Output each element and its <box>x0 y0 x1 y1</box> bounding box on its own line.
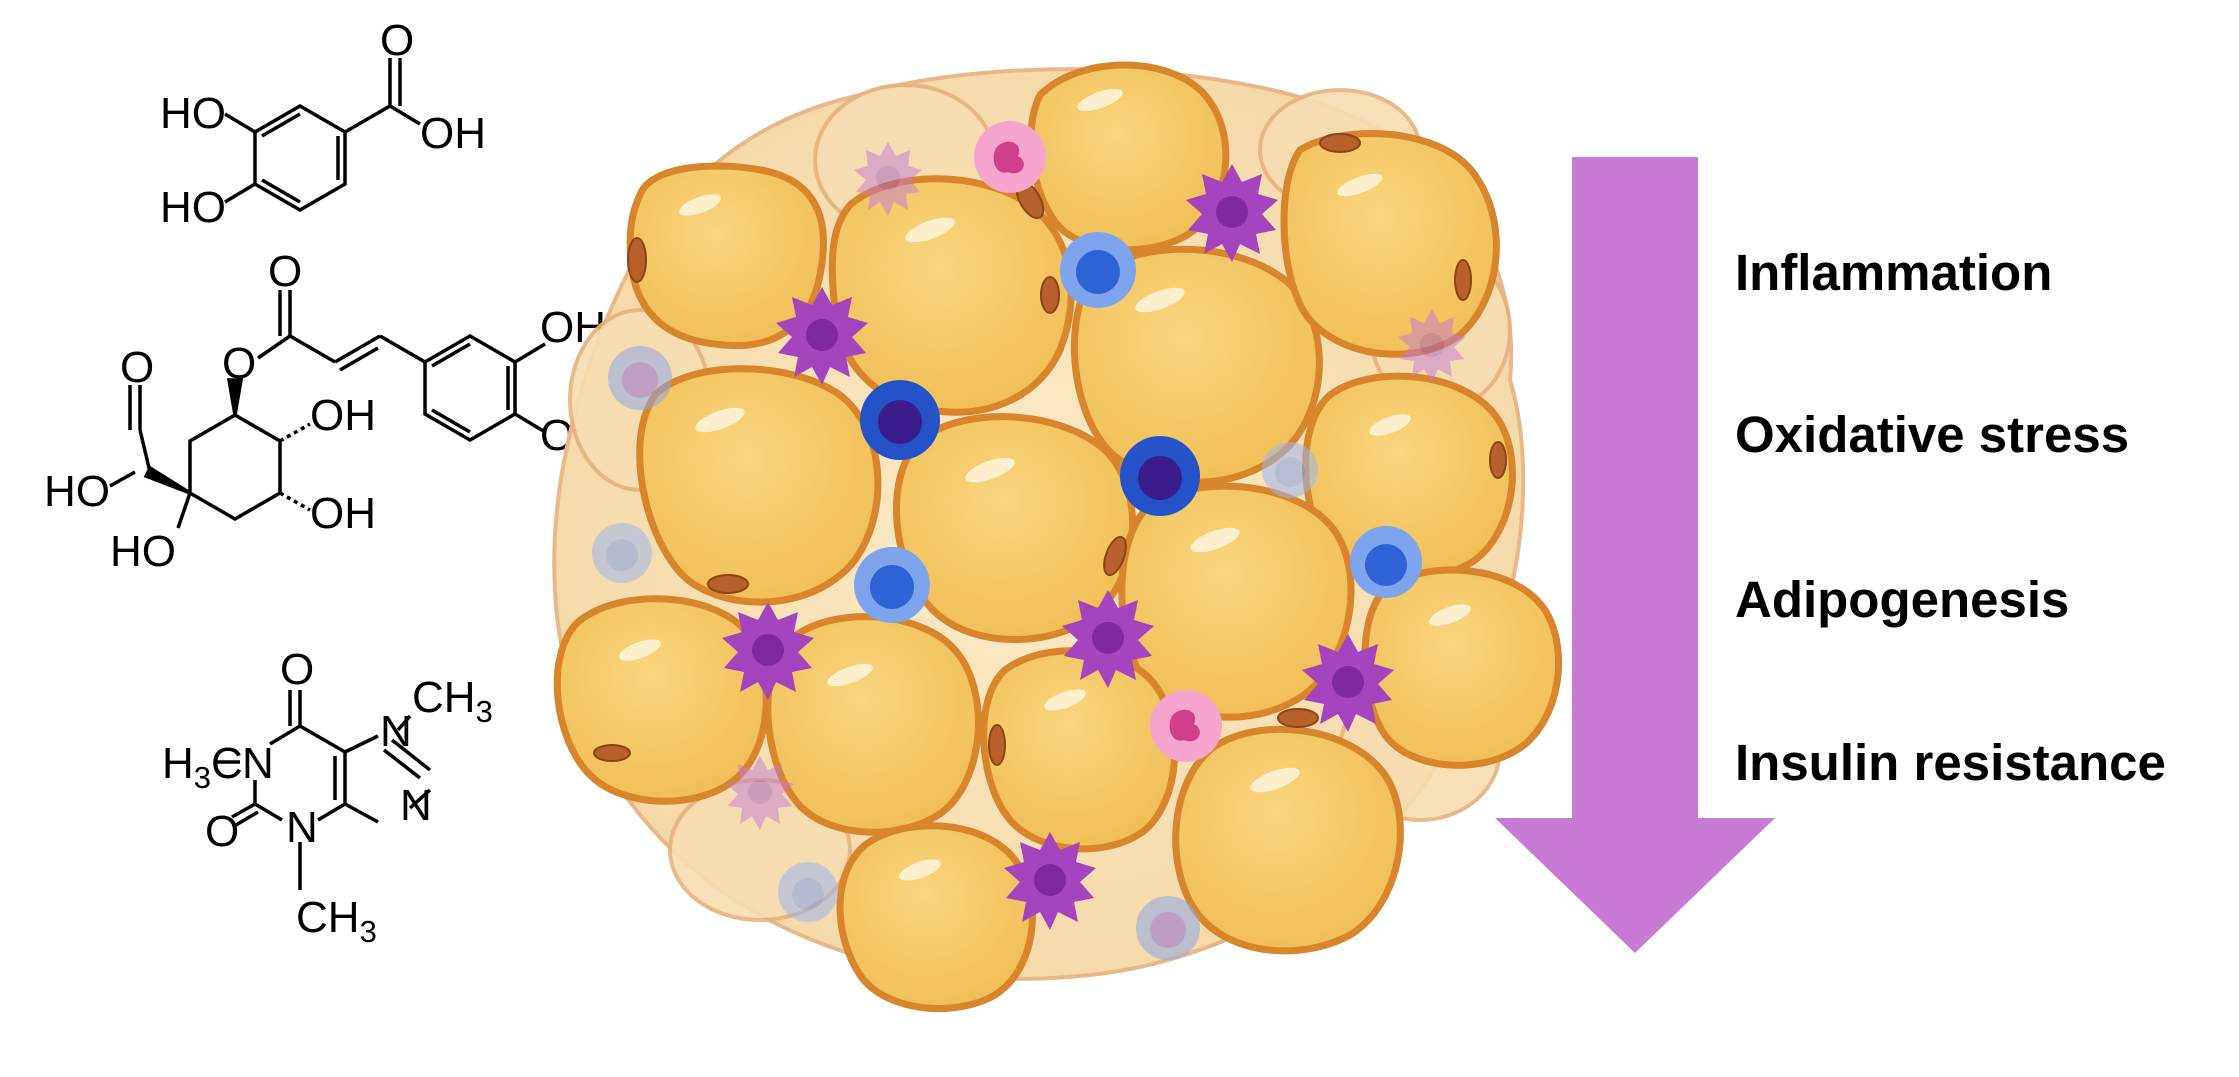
lymphocyte <box>854 547 930 623</box>
label-o: O <box>380 16 414 65</box>
lymphocyte-faint <box>592 523 652 583</box>
lymphocyte-faint <box>1136 896 1200 960</box>
label-n9: N <box>400 781 432 830</box>
neutrophil <box>974 121 1046 193</box>
neutrophil <box>1150 690 1222 762</box>
label-oh-q2: OH <box>310 489 376 538</box>
macrophage <box>1302 634 1394 732</box>
outcome-oxidative-stress: Oxidative stress <box>1735 406 2129 463</box>
label-oh-q1: OH <box>310 391 376 440</box>
label-ho-acid: HO <box>44 467 110 516</box>
outcome-inflammation: Inflammation <box>1735 244 2052 301</box>
adipose-tissue-illustration <box>552 61 1563 1013</box>
label-o-ester: O <box>222 339 256 388</box>
protocatechuic-acid-structure <box>224 58 421 213</box>
label-o-left: O <box>205 807 239 856</box>
lymphocyte <box>1350 526 1422 598</box>
adipocyte-nuclei <box>593 133 1507 766</box>
label-ho-top: HO <box>160 89 226 138</box>
label-oh: OH <box>420 109 486 158</box>
macrophage <box>722 602 814 700</box>
macrophages <box>722 142 1466 930</box>
lymphocyte-faint <box>778 862 838 922</box>
chlorogenic-acid-structure <box>109 290 546 529</box>
outcome-insulin-resistance: Insulin resistance <box>1735 734 2166 791</box>
lymphocyte-dark <box>860 380 940 460</box>
lymphocyte-faint <box>1262 442 1318 498</box>
label-o-carbonyl: O <box>268 247 302 296</box>
outcome-adipogenesis: Adipogenesis <box>1735 571 2069 628</box>
macrophage <box>1062 590 1154 688</box>
lymphocyte-faint <box>608 346 672 410</box>
macrophage <box>1186 164 1278 262</box>
label-h3c-left: H3C <box>162 739 243 795</box>
macrophage <box>854 142 922 216</box>
label-n3: N <box>286 803 318 852</box>
label-ho-q3: HO <box>110 527 176 576</box>
label-ch3-bottom: CH3 <box>296 893 377 949</box>
caffeine-labels: O O N N N N H3C CH3 CH3 <box>162 645 493 949</box>
label-o-acid: O <box>120 343 154 392</box>
protocatechuic-acid-labels: HO HO O OH <box>160 16 486 232</box>
macrophage <box>1004 832 1096 930</box>
macrophage <box>726 756 794 830</box>
lymphocytes <box>592 232 1422 960</box>
outcome-list: Inflammation Oxidative stress Adipogenes… <box>1735 244 2166 791</box>
label-n1: N <box>242 739 274 788</box>
label-ch3-right: CH3 <box>412 673 493 729</box>
lymphocyte-dark <box>1120 436 1200 516</box>
label-o-top: O <box>280 645 314 694</box>
macrophage <box>1398 309 1466 383</box>
neutrophils <box>974 121 1222 762</box>
lymphocyte <box>1060 232 1136 308</box>
caffeine-structure <box>215 690 432 890</box>
label-ho-bottom: HO <box>160 183 226 232</box>
macrophage <box>776 287 868 385</box>
adipocyte-highlights <box>619 88 1471 881</box>
label-n7: N <box>380 707 412 756</box>
down-arrow-icon <box>1495 157 1775 953</box>
